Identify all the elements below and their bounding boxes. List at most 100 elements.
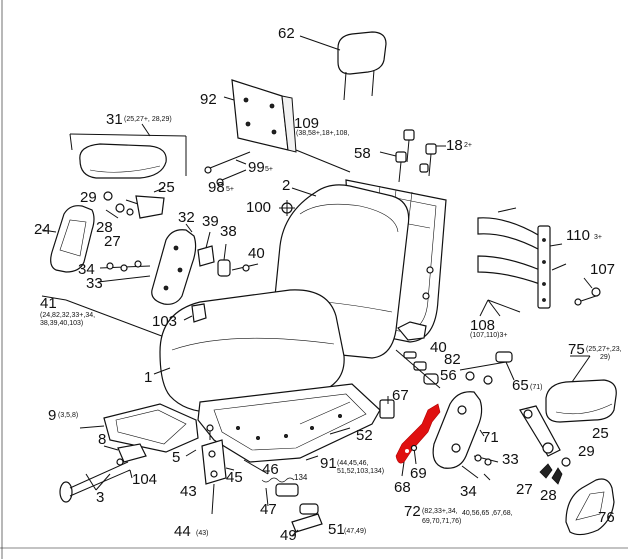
label-104: 104 [132,471,158,488]
shell-76 [565,478,615,536]
label-72: 72 [404,503,421,520]
label-8: 8 [98,431,107,448]
label-51: 51 [328,521,345,538]
parts-67-65 [379,351,515,419]
label-99: 99 [248,159,265,176]
label-91: 91 [320,455,337,472]
parts-134-51-49 [275,483,323,537]
label-43: 43 [180,483,197,500]
label-3: 3 [96,489,105,506]
hardware-29-28-27 [103,187,165,219]
label-58: 58 [354,145,371,162]
label-69: 69 [410,465,427,482]
label-109-sub: (38,58+,18+,108, [296,130,350,137]
label-92: 92 [200,91,217,108]
label-41-sub1: (24,82,32,33+,34, [40,312,96,319]
label-75-sub2: 29) [600,354,611,361]
label-34-right: 34 [460,483,477,500]
label-75-sub: (25,27+,23, [586,346,622,353]
label-32: 32 [178,209,195,226]
label-31: 31 [106,111,123,128]
label-72-sub3: 69,70,71,76) [422,518,462,525]
label-109: 109 [294,115,320,132]
screws-99-98 [204,151,251,186]
label-72-sub2: 40,56,65 ,67,68, [462,510,513,517]
label-25-right: 25 [592,425,609,442]
label-82: 82 [444,351,461,368]
label-39: 39 [202,213,219,230]
label-9: 9 [48,407,57,424]
label-71: 71 [482,429,499,446]
back-panel-part [223,79,297,153]
label-1: 1 [144,369,153,386]
label-62: 62 [278,25,295,42]
part-103 [183,303,207,323]
lever-3-104 [59,458,133,503]
label-67: 67 [392,387,409,404]
label-100: 100 [246,199,272,216]
label-28-right: 28 [540,487,557,504]
label-29-left: 29 [80,189,97,206]
label-68: 68 [394,479,411,496]
label-108-sub: (107,110)3+ [470,332,508,339]
label-46: 46 [262,461,279,478]
left-armrest-cushion [79,143,167,179]
label-44-sub: (43) [196,530,209,537]
label-5: 5 [172,449,181,466]
bolts-58-18 [379,129,446,183]
spacers-40-82-56 [395,349,441,389]
armrest-bracket-24 [41,205,95,273]
label-103-top: 103 [152,313,178,330]
label-34-left: 34 [78,261,95,278]
label-33-right: 33 [502,451,519,468]
bolts-34-33 [97,260,151,283]
label-91-sub2: 51,52,103,134) [337,468,385,475]
label-65: 65 [512,377,529,394]
label-134: 134 [294,473,308,482]
parts-39-38-40 [197,231,259,277]
pin-69 [410,444,418,465]
label-49: 49 [280,527,297,544]
spring-46-47 [243,459,295,507]
label-40-right: 40 [430,339,447,356]
label-2: 2 [282,177,291,194]
right-armrest-75 [545,355,617,423]
highlighted-lever-68 [395,403,441,477]
label-99-sub: 5+ [265,166,273,173]
label-52: 52 [356,427,373,444]
label-98: 98 [208,179,225,196]
marker-100 [279,200,295,216]
label-25-top: 25 [158,179,175,196]
label-27-left: 27 [104,233,121,250]
label-110: 110 [566,227,590,244]
label-45: 45 [226,469,243,486]
label-40-left: 40 [248,245,265,262]
label-75: 75 [568,341,585,358]
label-24: 24 [34,221,51,238]
label-33-left: 33 [86,275,103,292]
label-41-sub2: 38,39,40,103) [40,320,84,327]
label-44: 44 [174,523,191,540]
label-65-sub: (71) [530,384,543,391]
label-38: 38 [220,223,237,240]
side-frame-32 [151,223,197,305]
label-18: 18 [446,137,463,154]
knob-107 [574,277,601,306]
support-5 [185,449,197,457]
side-bracket-71-72 [432,391,485,469]
straps-108-110 [477,207,567,317]
label-41: 41 [40,295,57,312]
label-76: 76 [598,509,615,526]
recliner-mechanism-right [461,405,571,485]
bracket-43-45-44 [201,424,235,515]
label-72-sub1: (82,33+,34, [422,508,458,515]
base-rails-9-8 [79,403,199,463]
label-31-sub: (25,27+, 28,29) [124,116,172,123]
label-98-sub: 5+ [226,186,234,193]
label-9-sub: (3,5,8) [58,412,79,419]
headrest-part [299,31,387,101]
label-29-right: 29 [578,443,595,460]
label-56: 56 [440,367,457,384]
